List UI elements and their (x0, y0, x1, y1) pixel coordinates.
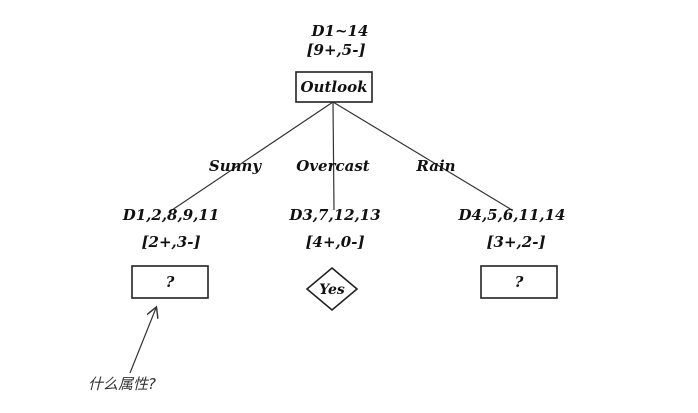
annotation-text: 什么属性? (88, 375, 156, 393)
edge-rain (332, 101, 513, 211)
overcast-leaf-yes: Yes (305, 266, 359, 312)
root-set-label: D1~14 (311, 22, 369, 40)
sunny-node-label: ? (166, 273, 175, 291)
overcast-counts-label: [4+,0-] (305, 233, 364, 251)
rain-set-label: D4,5,6,11,14 (458, 206, 566, 224)
edge-sunny (171, 101, 334, 211)
root-node-outlook: Outlook (295, 71, 373, 103)
sunny-counts-label: [2+,3-] (141, 233, 200, 251)
overcast-set-label: D3,7,12,13 (288, 206, 380, 224)
rain-node-unknown: ? (480, 265, 558, 299)
branch-label-rain: Rain (415, 157, 455, 175)
branch-label-overcast: Overcast (296, 157, 370, 175)
sunny-set-label: D1,2,8,9,11 (122, 206, 220, 224)
overcast-node-label: Yes (319, 282, 345, 298)
branch-label-sunny: Sunny (209, 157, 263, 175)
edge-overcast (332, 101, 335, 211)
sunny-node-unknown: ? (131, 265, 209, 299)
root-counts-label: [9+,5-] (306, 41, 365, 59)
rain-node-label: ? (515, 273, 524, 291)
rain-counts-label: [3+,2-] (486, 233, 545, 251)
root-attribute-label: Outlook (300, 78, 367, 96)
annotation-arrow (129, 308, 156, 374)
